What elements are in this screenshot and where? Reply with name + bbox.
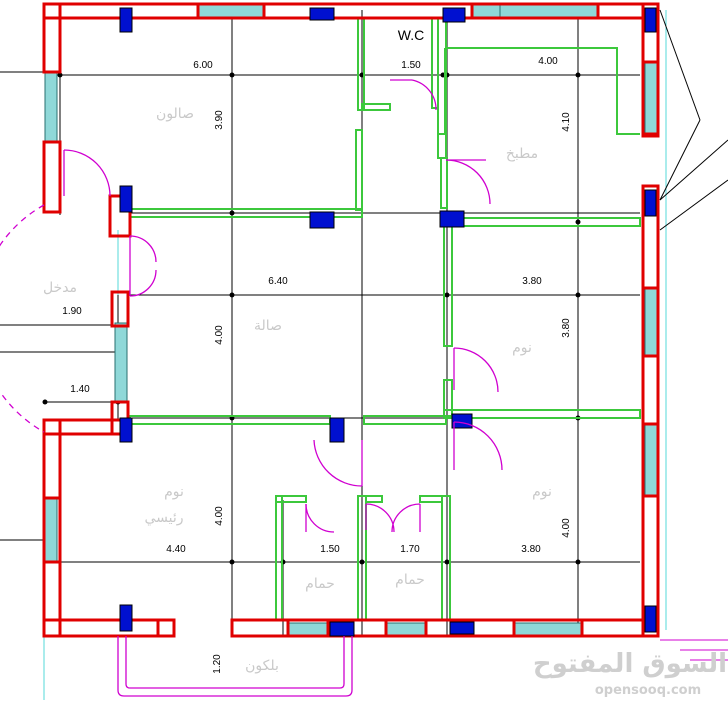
dim-entrance-width: 1.90 (62, 306, 82, 317)
room-master-line2: رئيسي (144, 510, 183, 526)
dim-wc-width: 1.50 (401, 60, 421, 71)
dim-bedroom-low-width: 3.80 (521, 544, 541, 555)
stair-lines (659, 9, 728, 231)
room-bedroom-low: نوم (532, 484, 552, 500)
dim-bedroom-mid-depth: 3.80 (561, 318, 572, 338)
room-bath1: حمام (305, 576, 335, 592)
doors (63, 79, 503, 697)
dim-bedroom-mid-width: 3.80 (522, 276, 542, 287)
balcony-steps (660, 639, 728, 661)
watermark-arabic: السوق المفتوح (533, 649, 727, 679)
dim-master-width: 4.40 (166, 544, 186, 555)
dim-kitchen-depth: 4.10 (561, 112, 572, 132)
watermark: السوق المفتوح opensooq.com (533, 649, 727, 698)
entrance-arc (0, 204, 45, 433)
dim-balcony-depth: 1.20 (212, 654, 223, 674)
room-kitchen: مطبخ (506, 146, 538, 162)
windows (44, 4, 658, 636)
room-entrance: مدخل (43, 280, 77, 296)
dim-bath2-width: 1.70 (400, 544, 420, 555)
dim-salon-width: 6.00 (193, 60, 213, 71)
room-master-line1: نوم (164, 484, 184, 500)
dim-bedroom-low-depth: 4.00 (561, 518, 572, 538)
dim-hall-width: 6.40 (268, 276, 288, 287)
room-hall: صالة (254, 318, 282, 334)
room-salon: صالون (156, 106, 194, 122)
dim-entrance-step: 1.40 (70, 384, 90, 395)
structural-grid (0, 10, 640, 635)
room-balcony: بلكون (245, 658, 279, 674)
room-labels: صالون مطبخ مدخل صالة نوم نوم رئيسي نوم ح… (43, 106, 552, 674)
guide-lines (43, 10, 667, 700)
dim-bath1-width: 1.50 (320, 544, 340, 555)
room-bath2: حمام (395, 572, 425, 588)
dim-kitchen-width: 4.00 (538, 56, 558, 67)
dimension-labels: 6.00 3.90 1.50 4.00 4.10 6.40 4.00 3.80 … (62, 56, 572, 674)
dim-salon-depth: 3.90 (214, 110, 225, 130)
grid-nodes (42, 72, 581, 565)
dim-master-depth: 4.00 (214, 506, 225, 526)
room-bedroom-mid: نوم (512, 340, 532, 356)
watermark-latin: opensooq.com (595, 683, 701, 698)
columns (119, 7, 657, 637)
wc-label: W.C (398, 27, 424, 43)
exterior-walls (42, 2, 660, 638)
dim-hall-depth: 4.00 (214, 325, 225, 345)
